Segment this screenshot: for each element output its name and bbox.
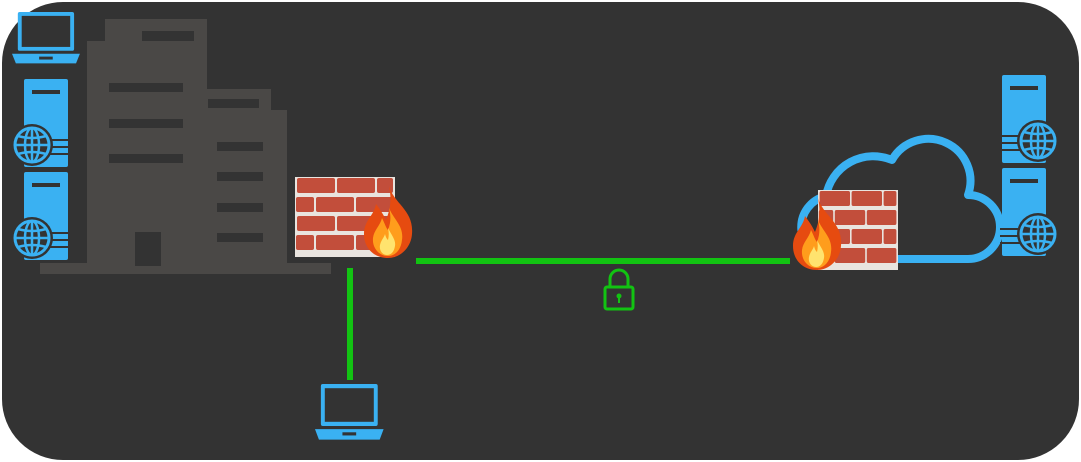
remote-laptop-icon (315, 384, 384, 440)
cloud-icon (797, 134, 1004, 263)
padlock-icon (603, 268, 635, 311)
site-firewall-icon (295, 177, 413, 258)
office-building-icon (40, 19, 331, 274)
site-laptop-icon (12, 12, 80, 64)
